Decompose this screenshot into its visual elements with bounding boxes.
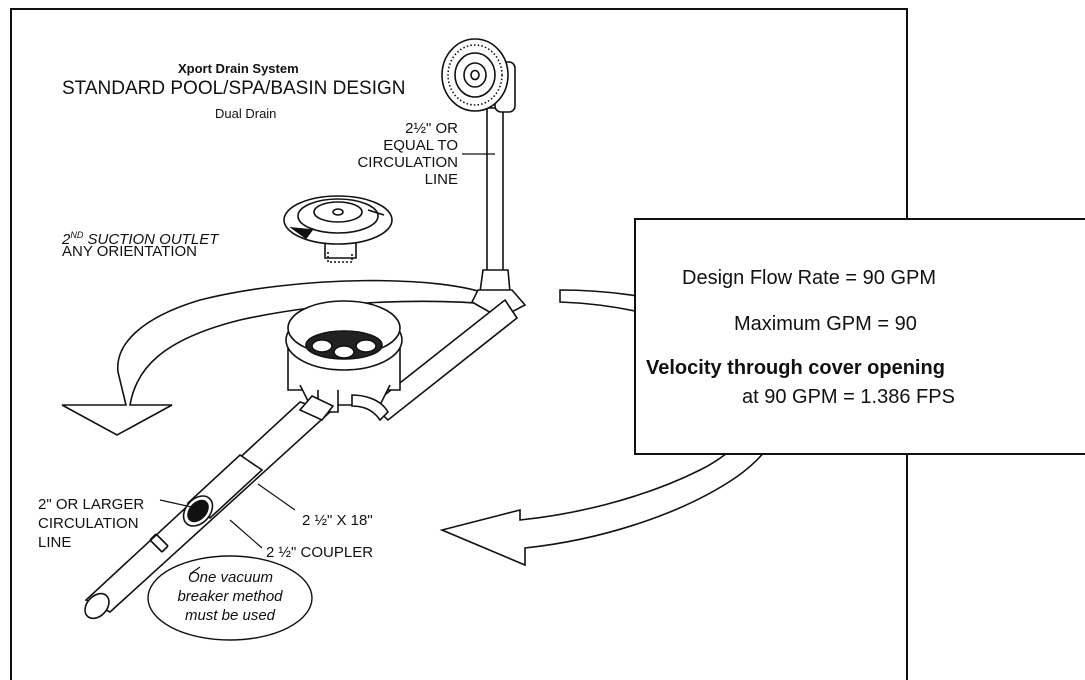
suction-outlet-text: SUCTION OUTLET bbox=[87, 231, 219, 248]
circulation-pipe bbox=[84, 395, 335, 620]
design-title: STANDARD POOL/SPA/BASIN DESIGN bbox=[62, 78, 406, 99]
larger-line-2: CIRCULATION bbox=[38, 515, 139, 532]
design-subtitle: Dual Drain bbox=[215, 106, 277, 121]
velocity-value: 1.386 FPS bbox=[860, 386, 955, 408]
system-title: Xport Drain System bbox=[178, 61, 299, 76]
circ-line-3: CIRCULATION bbox=[357, 154, 458, 171]
flow-rate-value: 90 GPM bbox=[862, 267, 937, 289]
any-orientation-label: ANY ORIENTATION bbox=[62, 243, 198, 260]
flow-rate-row: Design Flow Rate = 90 GPM bbox=[682, 266, 936, 290]
larger-line-1: 2" OR LARGER bbox=[38, 496, 145, 513]
vacuum-note-bubble bbox=[147, 555, 313, 641]
circulation-return-pipe bbox=[370, 38, 527, 422]
vacuum-note-1: One vacuum bbox=[188, 569, 274, 586]
second-suction-outlet bbox=[283, 195, 393, 263]
max-gpm-eq: = bbox=[877, 313, 890, 335]
suction-ordinal-sup: ND bbox=[70, 230, 84, 240]
velocity-eq: = bbox=[843, 386, 855, 408]
pipe-size-label: 2 ½" X 18" bbox=[302, 512, 373, 529]
velocity-heading: Velocity through cover opening bbox=[646, 357, 945, 379]
velocity-label: at 90 GPM bbox=[742, 386, 838, 408]
velocity-row: at 90 GPM = 1.386 FPS bbox=[742, 385, 955, 409]
larger-line-3: LINE bbox=[38, 534, 72, 551]
circ-line-2: EQUAL TO bbox=[383, 137, 458, 154]
suction-ordinal: 2 bbox=[62, 231, 71, 248]
circ-line-4: LINE bbox=[424, 171, 458, 188]
max-gpm-row: Maximum GPM = 90 bbox=[734, 312, 917, 336]
leader-lines bbox=[159, 153, 495, 575]
max-gpm-value: 90 bbox=[894, 313, 917, 335]
max-gpm-label: Maximum GPM bbox=[734, 313, 872, 335]
suction-outlet-label: 2ND SUCTION OUTLET bbox=[62, 227, 218, 248]
circ-line-1: 2½" OR bbox=[405, 120, 458, 137]
flow-rate-label: Design Flow Rate bbox=[682, 267, 840, 289]
coupler-label: 2 ½" COUPLER bbox=[266, 544, 374, 561]
vacuum-note-2: breaker method bbox=[177, 588, 283, 605]
vacuum-note-3: must be used bbox=[184, 607, 276, 624]
flow-rate-eq: = bbox=[845, 267, 858, 289]
main-drain-sump bbox=[285, 300, 403, 422]
flow-info-box: Design Flow Rate = 90 GPM Maximum GPM = … bbox=[634, 218, 1085, 455]
